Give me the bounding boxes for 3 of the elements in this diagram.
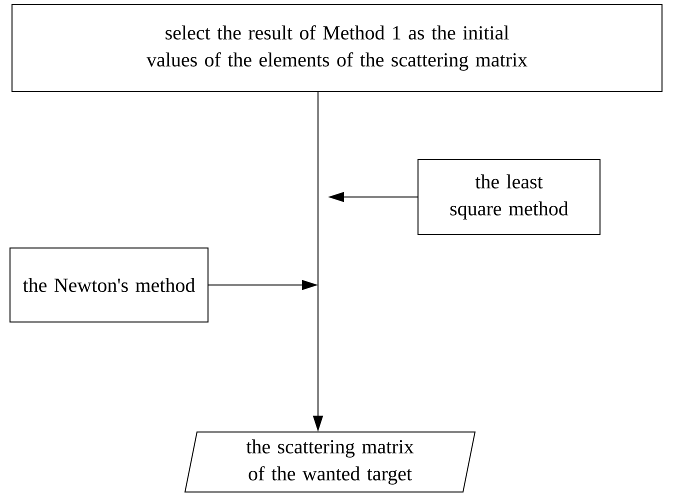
process-box: the least square method [418,159,600,235]
process-box: select the result of Method 1 as the initial values of the elements of the scattering matrix [12,4,662,92]
process-box: the Newton's method [10,248,208,322]
